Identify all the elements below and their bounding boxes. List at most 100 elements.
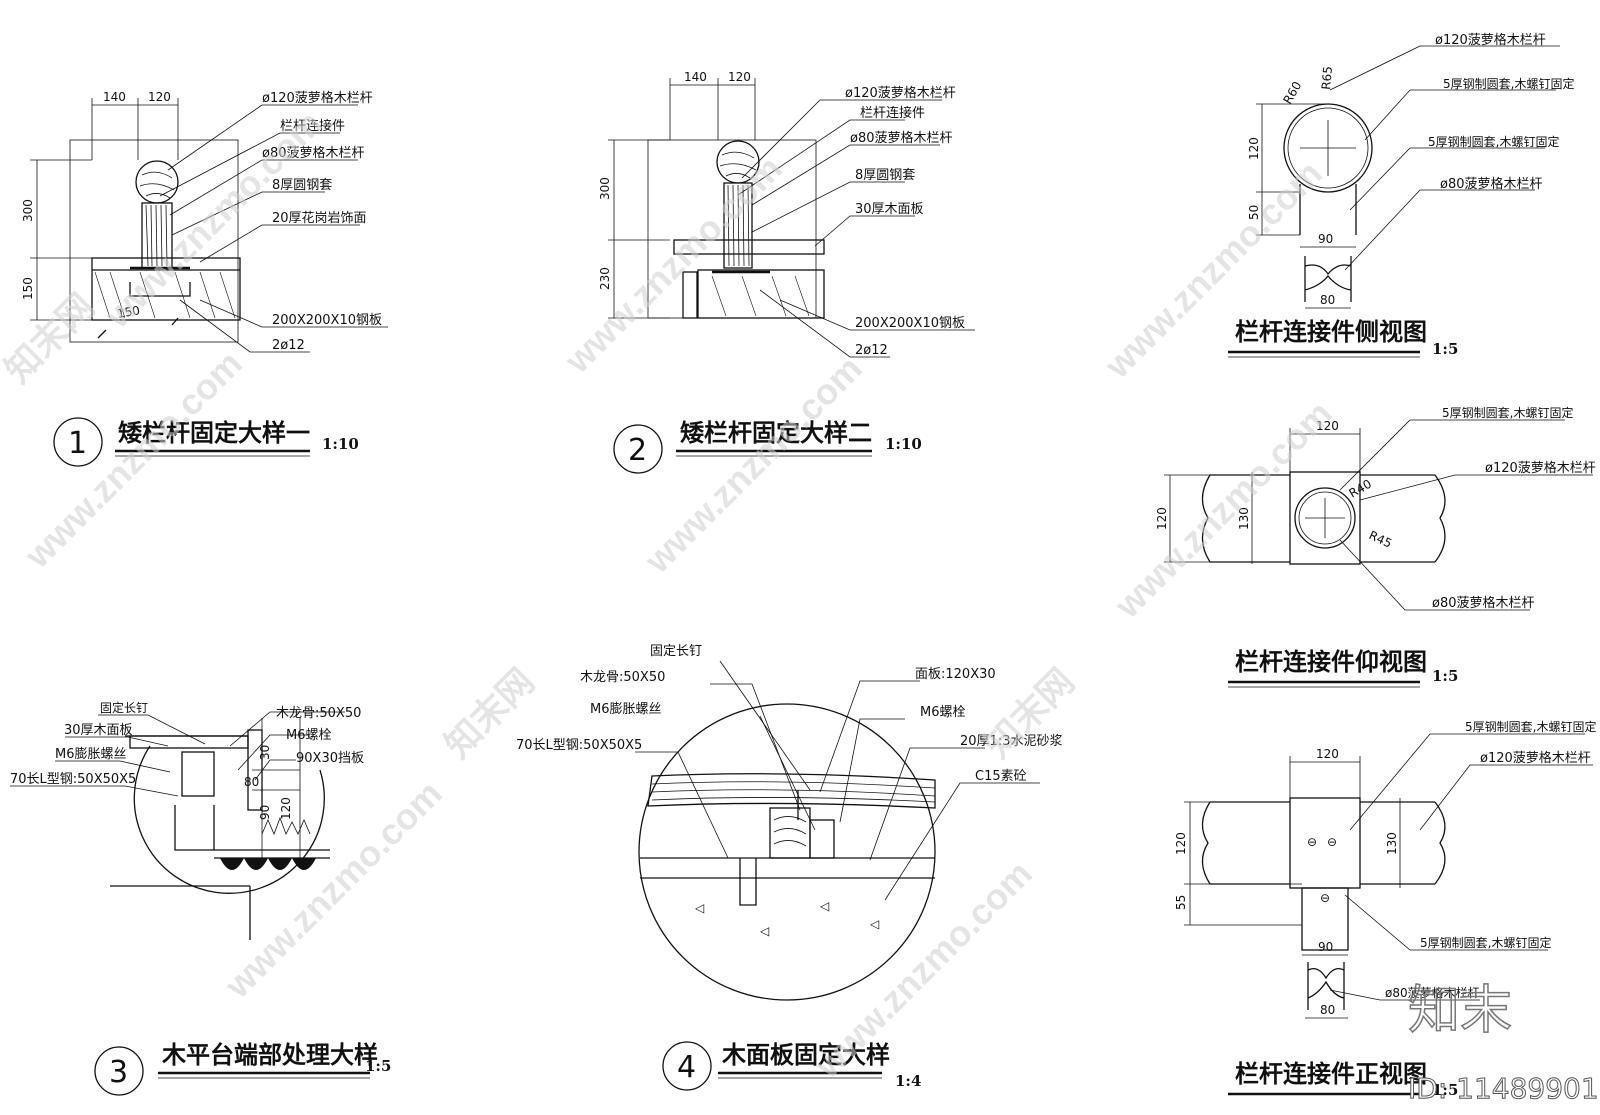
d1-dim-150b: 150 xyxy=(116,303,141,321)
d4-label-6: 20厚1:3水泥砂浆 xyxy=(960,734,1062,749)
detail-4: ◁ ◁ ◁ ◁ 固定长钉 木龙骨:50X50 M6膨胀螺丝 70长L型钢:50X50X… xyxy=(516,644,1062,1091)
d2-label-0: ø120菠萝格木栏杆 xyxy=(845,85,956,101)
front-label-3: ø80菠萝格木栏杆 xyxy=(1385,985,1480,1000)
d3-dim-90: 90 xyxy=(258,805,272,820)
d1-label-1: 栏杆连接件 xyxy=(280,118,345,134)
d3-label-5: M6螺栓 xyxy=(286,728,332,743)
front-dim-120a: 120 xyxy=(1316,747,1339,761)
d2-label-1: 栏杆连接件 xyxy=(860,105,925,121)
front-label-2: 5厚钢制圆套,木螺钉固定 xyxy=(1420,935,1551,950)
front-scale: 1:5 xyxy=(1432,1081,1458,1099)
watermark-url-4: www.znzmo.com xyxy=(636,348,870,582)
d3-label-4: 木龙骨:50X50 xyxy=(276,706,361,721)
detail-3: 30 80 90 120 固定长钉 30厚木面板 M6膨胀螺丝 70长L型钢:5… xyxy=(10,700,391,1096)
d2-dim-140: 140 xyxy=(684,70,707,84)
side-scale: 1:5 xyxy=(1432,340,1458,358)
bottom-title: 栏杆连接件仰视图 xyxy=(1235,647,1427,676)
d2-label-2: ø80菠萝格木栏杆 xyxy=(850,130,953,146)
d1-dim-150: 150 xyxy=(21,277,35,300)
side-label-1: 5厚钢制圆套,木螺钉固定 xyxy=(1443,76,1574,91)
d4-label-0: 固定长钉 xyxy=(650,644,702,659)
svg-text:◁: ◁ xyxy=(819,899,829,913)
side-label-3: ø80菠萝格木栏杆 xyxy=(1440,176,1543,192)
d2-scale: 1:10 xyxy=(885,435,922,453)
d2-dim-230: 230 xyxy=(598,267,612,290)
side-dim-r60: R60 xyxy=(1280,79,1304,106)
d4-label-4: 面板:120X30 xyxy=(915,667,996,682)
d1-dim-120: 120 xyxy=(148,90,171,104)
side-dim-80: 80 xyxy=(1320,293,1335,307)
svg-text:◁: ◁ xyxy=(869,917,879,931)
d3-dim-30: 30 xyxy=(258,745,272,760)
d2-title: 矮栏杆固定大样二 xyxy=(680,418,872,447)
d1-label-5: 200X200X10钢板 xyxy=(272,313,382,328)
d2-number: 2 xyxy=(628,433,647,468)
d1-dim-300: 300 xyxy=(21,199,35,222)
d1-label-6: 2ø12 xyxy=(272,338,305,353)
watermark-url-6: www.znzmo.com xyxy=(1106,393,1340,627)
d1-label-4: 20厚花岗岩饰面 xyxy=(272,210,367,226)
d4-label-7: C15素砼 xyxy=(975,769,1027,784)
d1-title: 矮栏杆固定大样一 xyxy=(118,418,310,447)
d2-dim-120: 120 xyxy=(728,70,751,84)
front-title: 栏杆连接件正视图 xyxy=(1235,1059,1427,1088)
watermark-url-2: www.znzmo.com xyxy=(16,343,250,577)
watermark-url-7: www.znzmo.com xyxy=(216,773,450,1007)
svg-text:⊖: ⊖ xyxy=(1327,835,1337,849)
bottom-label-1: ø120菠萝格木栏杆 xyxy=(1485,460,1596,476)
side-dim-r65: R65 xyxy=(1319,66,1335,91)
svg-text:◁: ◁ xyxy=(694,901,704,915)
connector-front-view: ⊖⊖⊖ 120 120 55 130 90 80 5厚钢制圆套,木螺钉固定 ø1… xyxy=(1174,719,1596,1099)
front-dim-120b: 120 xyxy=(1174,832,1188,855)
d3-label-1: 30厚木面板 xyxy=(64,723,133,738)
bottom-scale: 1:5 xyxy=(1432,667,1458,685)
d3-label-2: M6膨胀螺丝 xyxy=(55,747,127,762)
d1-label-3: 8厚圆钢套 xyxy=(272,177,332,193)
side-label-2: 5厚钢制圆套,木螺钉固定 xyxy=(1428,134,1559,149)
front-dim-55: 55 xyxy=(1174,895,1188,910)
d3-title: 木平台端部处理大样 xyxy=(161,1040,378,1069)
front-dim-130: 130 xyxy=(1385,832,1399,855)
side-dim-50: 50 xyxy=(1247,205,1261,220)
d1-dim-140: 140 xyxy=(103,90,126,104)
d4-label-3: 70长L型钢:50X50X5 xyxy=(516,738,642,753)
watermark-url-8: www.znzmo.com xyxy=(806,853,1040,1087)
bottom-dim-r45: R45 xyxy=(1367,528,1394,551)
bottom-dim-130: 130 xyxy=(1237,507,1251,530)
d1-scale: 1:10 xyxy=(322,435,359,453)
front-label-1: ø120菠萝格木栏杆 xyxy=(1480,750,1591,766)
drawing-id: ID: 1148990130 xyxy=(1408,1072,1600,1105)
d3-scale: 1:5 xyxy=(365,1057,391,1075)
d1-label-0: ø120菠萝格木栏杆 xyxy=(262,90,373,106)
d4-label-5: M6螺栓 xyxy=(920,705,966,720)
bottom-label-2: ø80菠萝格木栏杆 xyxy=(1432,595,1535,611)
svg-text:◁: ◁ xyxy=(759,924,769,938)
bottom-label-0: 5厚钢制圆套,木螺钉固定 xyxy=(1442,405,1573,420)
znzmo-logo: 知末 xyxy=(1408,981,1512,1041)
front-dim-80: 80 xyxy=(1320,1003,1335,1017)
d2-label-3: 8厚圆钢套 xyxy=(855,167,915,183)
connector-bottom-view: 120 120 130 R40 R45 5厚钢制圆套,木螺钉固定 ø120菠萝格… xyxy=(1155,405,1596,688)
d2-dim-300: 300 xyxy=(598,177,612,200)
bottom-dim-120a: 120 xyxy=(1316,419,1339,433)
d2-label-4: 30厚木面板 xyxy=(855,202,924,217)
d3-label-0: 固定长钉 xyxy=(100,700,148,715)
side-dim-120: 120 xyxy=(1247,137,1261,160)
d3-label-3: 70长L型钢:50X50X5 xyxy=(10,772,136,787)
bottom-dim-120b: 120 xyxy=(1155,507,1169,530)
side-title: 栏杆连接件侧视图 xyxy=(1235,317,1427,346)
d4-title: 木面板固定大样 xyxy=(721,1040,890,1069)
d3-dim-120: 120 xyxy=(279,797,293,820)
side-dim-90: 90 xyxy=(1318,232,1333,246)
connector-side-view: 120 50 90 80 R60 R65 ø120菠萝格木栏杆 5厚钢制圆套,木… xyxy=(1228,32,1574,358)
front-dim-90: 90 xyxy=(1318,940,1333,954)
d3-dim-80: 80 xyxy=(244,775,259,789)
d1-label-2: ø80菠萝格木栏杆 xyxy=(262,145,365,161)
d1-number: 1 xyxy=(68,426,87,461)
d4-label-2: M6膨胀螺丝 xyxy=(590,702,662,717)
d4-label-1: 木龙骨:50X50 xyxy=(580,670,665,685)
watermark-brand: 知末网 xyxy=(0,285,102,390)
d3-number: 3 xyxy=(109,1055,128,1090)
d4-number: 4 xyxy=(677,1050,696,1085)
